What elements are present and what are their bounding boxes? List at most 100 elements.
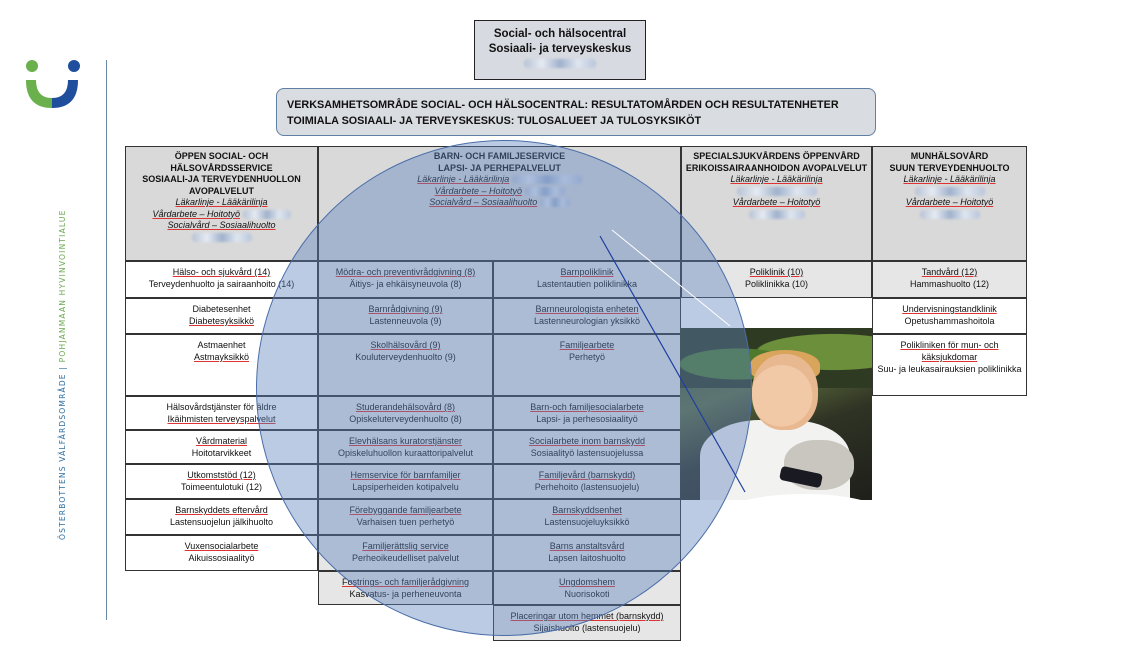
unit-name-fi: Kouluterveydenhuolto (9) xyxy=(355,352,456,362)
title-box: Social- och hälsocentral Sosiaali- ja te… xyxy=(474,20,646,80)
unit-name-fi: Suu- ja leukasairauksien poliklinikka xyxy=(877,364,1022,374)
unit-name-fi: Opetushammashoitola xyxy=(904,316,995,326)
unit-cell: Barns anstaltsvård Lapsen laitoshuolto xyxy=(493,535,681,571)
unit-cell: Studerandehälsovård (8) Opiskeluterveyde… xyxy=(318,396,493,430)
unit-name-fi: Lapsiperheiden kotipalvelu xyxy=(352,482,459,492)
unit-name-fi: Hammashuolto (12) xyxy=(909,279,990,289)
unit-name-sv: Socialarbete inom barnskydd xyxy=(528,436,646,446)
unit-cell: Familjearbete Perhetyö xyxy=(493,334,681,396)
unit-name-sv: Hemservice för barnfamiljer xyxy=(350,470,461,480)
unit-name-sv: Barnrådgivning (9) xyxy=(368,304,443,314)
unit-cell: Elevhälsans kuratorstjänster Opiskeluhuo… xyxy=(318,430,493,464)
unit-name-sv: Utkomststöd (12) xyxy=(187,470,256,480)
organization-logo xyxy=(26,60,80,108)
unit-cell: Vårdmaterial Hoitotarvikkeet xyxy=(125,430,318,464)
header-title: SPECIALSJUKVÅRDENS ÖPPENVÅRD xyxy=(693,151,860,161)
column-header-specialist-care: SPECIALSJUKVÅRDENS ÖPPENVÅRD ERIKOISSAIR… xyxy=(681,146,872,261)
unit-name-sv: Tandvård (12) xyxy=(921,267,978,277)
header-title: ERIKOISSAIRAANHOIDON AVOPALVELUT xyxy=(685,162,868,173)
unit-name-fi: Kasvatus- ja perheneuvonta xyxy=(349,589,462,599)
unit-name-fi: Aikuissosiaalityö xyxy=(188,553,255,563)
unit-cell: Diabetesenhet Diabetesyksikkö xyxy=(125,298,318,334)
unit-cell: Utkomststöd (12) Toimeentulotuki (12) xyxy=(125,464,318,499)
unit-name-sv: Vuxensocialarbete xyxy=(184,541,259,551)
banner: VERKSAMHETSOMRÅDE SOCIAL- OCH HÄLSOCENTR… xyxy=(276,88,876,136)
unit-name-sv: Polikliniken för mun- och käksjukdomar xyxy=(900,340,999,362)
unit-name-fi: Lapsi- ja perhesosiaalityö xyxy=(536,414,638,424)
unit-name-fi: Sijaishuolto (lastensuojelu) xyxy=(533,623,641,633)
org-name-swedish: ÖSTERBOTTENS VÄLFÄRDSOMRÅDE xyxy=(58,373,67,540)
unit-cell: Barnskyddets eftervård Lastensuojelun jä… xyxy=(125,499,318,535)
unit-name-sv: Fostrings- och familjerådgivning xyxy=(341,577,470,587)
unit-name-sv: Undervisningstandklinik xyxy=(902,304,997,314)
banner-finnish: TOIMIALA SOSIAALI- JA TERVEYSKESKUS: TUL… xyxy=(287,115,702,127)
redacted-name xyxy=(736,186,817,196)
unit-name-sv: Familjearbete xyxy=(559,340,615,350)
unit-name-sv: Mödra- och preventivrådgivning (8) xyxy=(335,267,476,277)
header-title: BARN- OCH FAMILJESERVICE xyxy=(433,151,566,161)
unit-name-sv: Familjerättslig service xyxy=(362,541,449,551)
unit-name-sv: Hälsovårdstjänster för äldre xyxy=(166,402,277,412)
unit-name-sv: Familjevård (barnskydd) xyxy=(538,470,636,480)
unit-cell: Barnskyddsenhet Lastensuojeluyksikkö xyxy=(493,499,681,535)
unit-name-fi: Lastensuojelun jälkihuolto xyxy=(169,517,274,527)
unit-name-fi: Varhaisen tuen perhetyö xyxy=(356,517,455,527)
redacted-name xyxy=(539,198,570,208)
unit-name-fi: Perheoikeudelliset palvelut xyxy=(351,553,460,563)
unit-name-fi: Lastentautien poliklinikka xyxy=(536,279,638,289)
unit-cell: Barnpoliklinik Lastentautien poliklinikk… xyxy=(493,261,681,298)
unit-name-sv: Skolhälsovård (9) xyxy=(370,340,441,350)
org-name-separator: | xyxy=(58,365,67,370)
redacted-name xyxy=(524,186,565,196)
unit-name-fi: Poliklinikka (10) xyxy=(744,279,809,289)
unit-name-sv: Placeringar utom hemmet (barnskydd) xyxy=(510,611,664,621)
unit-name-sv: Barnpoliklinik xyxy=(560,267,614,277)
column-header-oral-health: MUNHÄLSOVÅRD SUUN TERVEYDENHUOLTO Läkarl… xyxy=(872,146,1027,261)
unit-name-sv: Elevhälsans kuratorstjänster xyxy=(348,436,463,446)
header-line: Socialvård – Sosiaalihuolto xyxy=(429,197,538,207)
header-title: LAPSI- JA PERHEPALVELUT xyxy=(438,162,561,173)
unit-cell: Barn-och familjesocialarbete Lapsi- ja p… xyxy=(493,396,681,430)
title-finnish: Sosiaali- ja terveyskeskus xyxy=(488,43,632,55)
unit-name-fi: Perhetyö xyxy=(568,352,606,362)
unit-cell: Förebyggande familjearbete Varhaisen tue… xyxy=(318,499,493,535)
unit-cell: Undervisningstandklinik Opetushammashoit… xyxy=(872,298,1027,334)
header-title: AVOPALVELUT xyxy=(189,185,254,196)
sidebar-divider xyxy=(106,60,107,620)
unit-name-sv: Barns anstaltsvård xyxy=(549,541,625,551)
header-title: ÖPPEN SOCIAL- OCH xyxy=(174,151,269,161)
unit-cell: Polikliniken för mun- och käksjukdomar S… xyxy=(872,334,1027,396)
unit-name-fi: Astmayksikkö xyxy=(193,352,249,362)
unit-cell: Placeringar utom hemmet (barnskydd) Sija… xyxy=(493,605,681,641)
unit-cell: Mödra- och preventivrådgivning (8) Äitiy… xyxy=(318,261,493,298)
unit-name-sv: Ungdomshem xyxy=(558,577,616,587)
unit-cell: Socialarbete inom barnskydd Sosiaalityö … xyxy=(493,430,681,464)
unit-name-fi: Perhehoito (lastensuojelu) xyxy=(534,482,640,492)
redacted-name xyxy=(242,209,291,219)
column-header-open-care: ÖPPEN SOCIAL- OCH HÄLSOVÅRDSSERVICE SOSI… xyxy=(125,146,318,261)
unit-name-sv: Vårdmaterial xyxy=(195,436,248,446)
unit-name-fi: Toimeentulotuki (12) xyxy=(180,482,263,492)
unit-cell: Fostrings- och familjerådgivning Kasvatu… xyxy=(318,571,493,605)
unit-cell: Barnneurologista enheten Lastenneurologi… xyxy=(493,298,681,334)
unit-cell: Skolhälsovård (9) Kouluterveydenhuolto (… xyxy=(318,334,493,396)
redacted-name xyxy=(748,209,805,219)
unit-cell: Hälsovårdstjänster för äldre Ikäihmisten… xyxy=(125,396,318,430)
unit-name-fi: Terveydenhuolto ja sairaanhoito (14) xyxy=(148,279,295,289)
redacted-name xyxy=(919,209,980,219)
unit-name-sv: Barnneurologista enheten xyxy=(535,304,639,314)
unit-name-fi: Nuorisokoti xyxy=(564,589,610,599)
unit-cell: Poliklinik (10) Poliklinikka (10) xyxy=(681,261,872,298)
org-name-finnish: POHJANMAAN HYVINVOINTIALUE xyxy=(58,209,67,363)
unit-cell: Familjevård (barnskydd) Perhehoito (last… xyxy=(493,464,681,499)
header-line: Läkarlinje - Lääkärilinja xyxy=(903,174,996,184)
title-swedish: Social- och hälsocentral xyxy=(493,28,627,40)
column-header-child-family: BARN- OCH FAMILJESERVICE LAPSI- JA PERHE… xyxy=(318,146,681,261)
redacted-name xyxy=(914,186,985,196)
unit-name-fi: Diabetesyksikkö xyxy=(188,316,255,326)
unit-cell: Vuxensocialarbete Aikuissosiaalityö xyxy=(125,535,318,571)
header-line: Läkarlinje - Lääkärilinja xyxy=(730,174,823,184)
unit-name-sv: Barnskyddsenhet xyxy=(552,505,622,515)
unit-cell: Ungdomshem Nuorisokoti xyxy=(493,571,681,605)
unit-name-sv: Astmaenhet xyxy=(197,340,246,350)
